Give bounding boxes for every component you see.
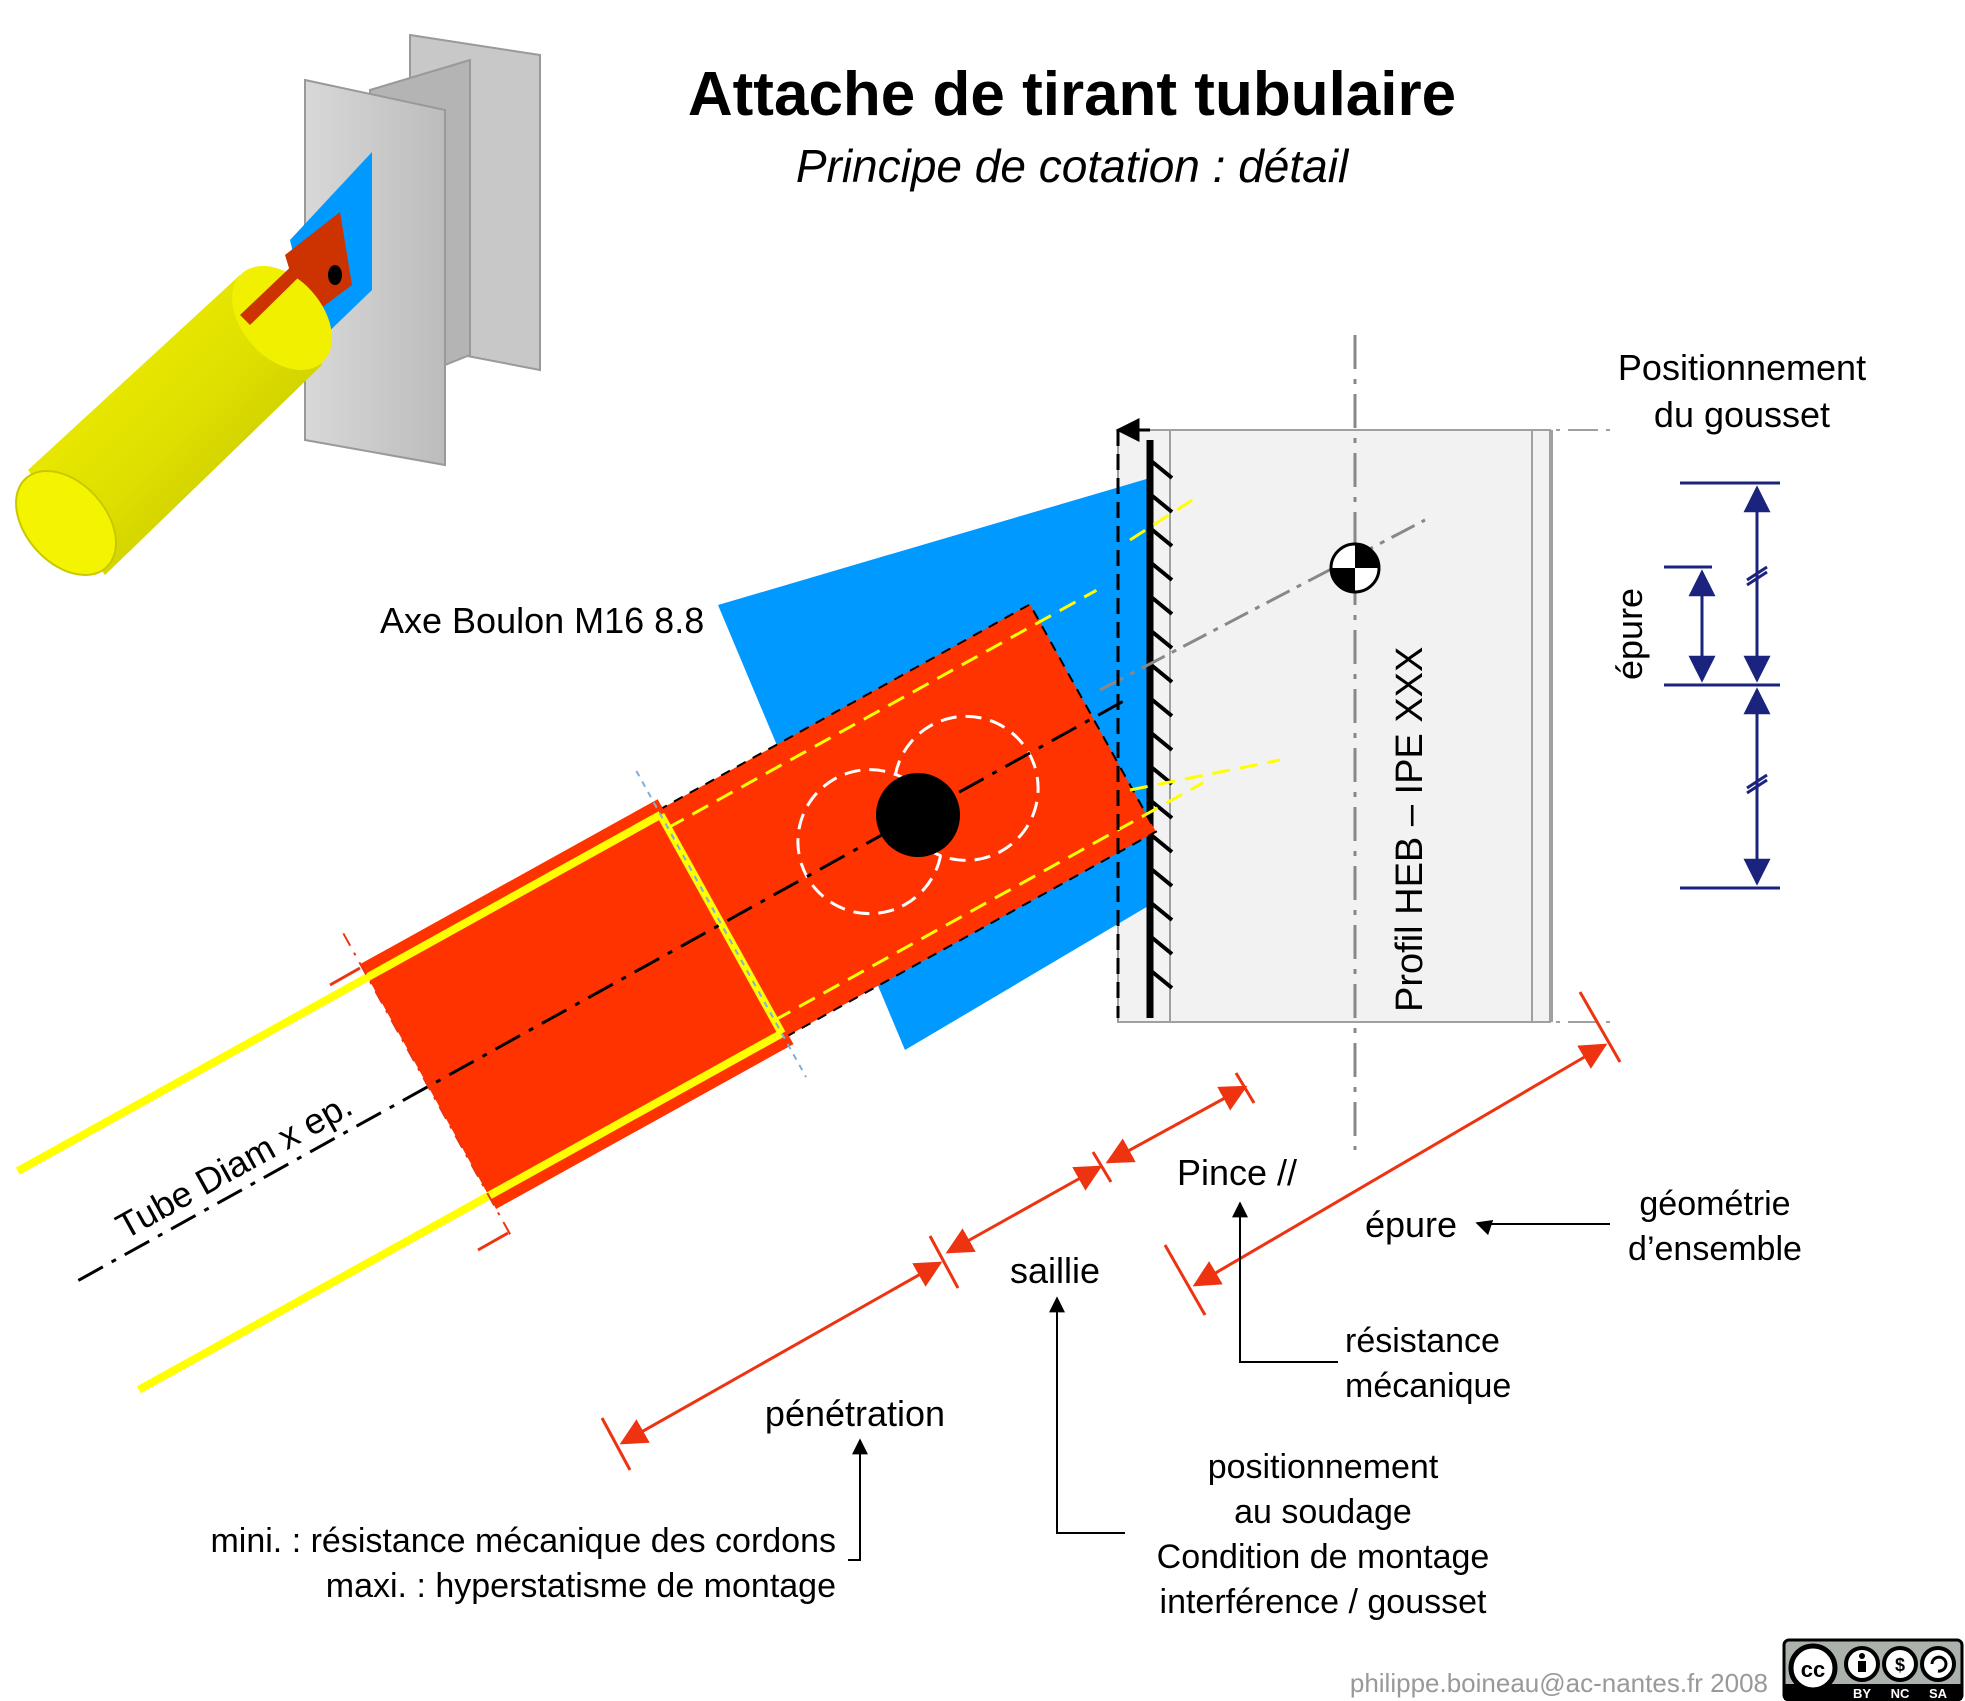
gusset-position-label-1: Positionnement <box>1618 347 1866 388</box>
mini-label: mini. : résistance mécanique des cordons <box>210 1522 836 1560</box>
page-title: Attache de tirant tubulaire <box>688 60 1456 129</box>
license-sa: SA <box>1929 1686 1948 1701</box>
pince-label: Pince // <box>1177 1152 1297 1193</box>
page-subtitle: Principe de cotation : détail <box>796 140 1350 192</box>
resistance-label-1: résistance <box>1345 1322 1500 1360</box>
epure-label: épure <box>1365 1204 1457 1245</box>
gusset-position-dimension <box>1664 481 1780 890</box>
isometric-view <box>15 33 541 577</box>
positionnement-label-4: interférence / gousset <box>1160 1583 1488 1621</box>
tube-axis <box>77 697 1129 1282</box>
sa-icon <box>1920 1646 1956 1682</box>
weld-hatch <box>1146 440 1174 1018</box>
gusset-position-label-2: du gousset <box>1654 394 1830 435</box>
positionnement-label-3: Condition de montage <box>1157 1538 1490 1576</box>
maxi-label: maxi. : hyperstatisme de montage <box>326 1567 836 1605</box>
cc-icon <box>1788 1643 1838 1693</box>
leader-lines <box>848 1201 1610 1561</box>
bolt-hole-3d <box>328 265 342 285</box>
geometrie-label-2: d’ensemble <box>1628 1230 1802 1268</box>
nc-icon <box>1882 1646 1918 1682</box>
tube-top-3d <box>232 265 332 371</box>
dimension-lines <box>329 966 1622 1471</box>
license-by: BY <box>1853 1686 1871 1701</box>
tube-end-weld <box>657 812 786 1036</box>
saillie-label: saillie <box>1010 1250 1100 1291</box>
resistance-label-2: mécanique <box>1345 1367 1511 1405</box>
tube-assembly <box>15 589 1204 1394</box>
license-nc: NC <box>1891 1686 1910 1701</box>
cc-license-badge: cc $ BY NC SA <box>1782 1638 1964 1701</box>
bolt <box>876 773 960 857</box>
node-symbol <box>1329 542 1381 594</box>
geometrie-label-1: géométrie <box>1639 1185 1790 1223</box>
profile-body <box>1117 429 1551 1023</box>
epure-vertical-label: épure <box>1609 588 1650 680</box>
bolt-axis-label: Axe Boulon M16 8.8 <box>380 600 704 641</box>
positionnement-label-2: au soudage <box>1234 1493 1412 1531</box>
credit-text: philippe.boineau@ac-nantes.fr 2008 <box>1350 1668 1768 1698</box>
positionnement-label-1: positionnement <box>1208 1448 1439 1486</box>
tab-on-tube-3d <box>240 258 308 325</box>
svg-text:cc: cc <box>1801 1657 1825 1682</box>
steel-profile <box>1117 335 1610 1150</box>
tube-end-3d <box>15 469 117 577</box>
penetration-label: pénétration <box>765 1393 945 1434</box>
profile-label: Profil HEB – IPE XXX <box>1389 647 1431 1012</box>
svg-text:$: $ <box>1895 1655 1905 1675</box>
tube-body-3d <box>28 275 322 575</box>
tube-label: Tube Diam x ep. <box>109 1084 359 1247</box>
